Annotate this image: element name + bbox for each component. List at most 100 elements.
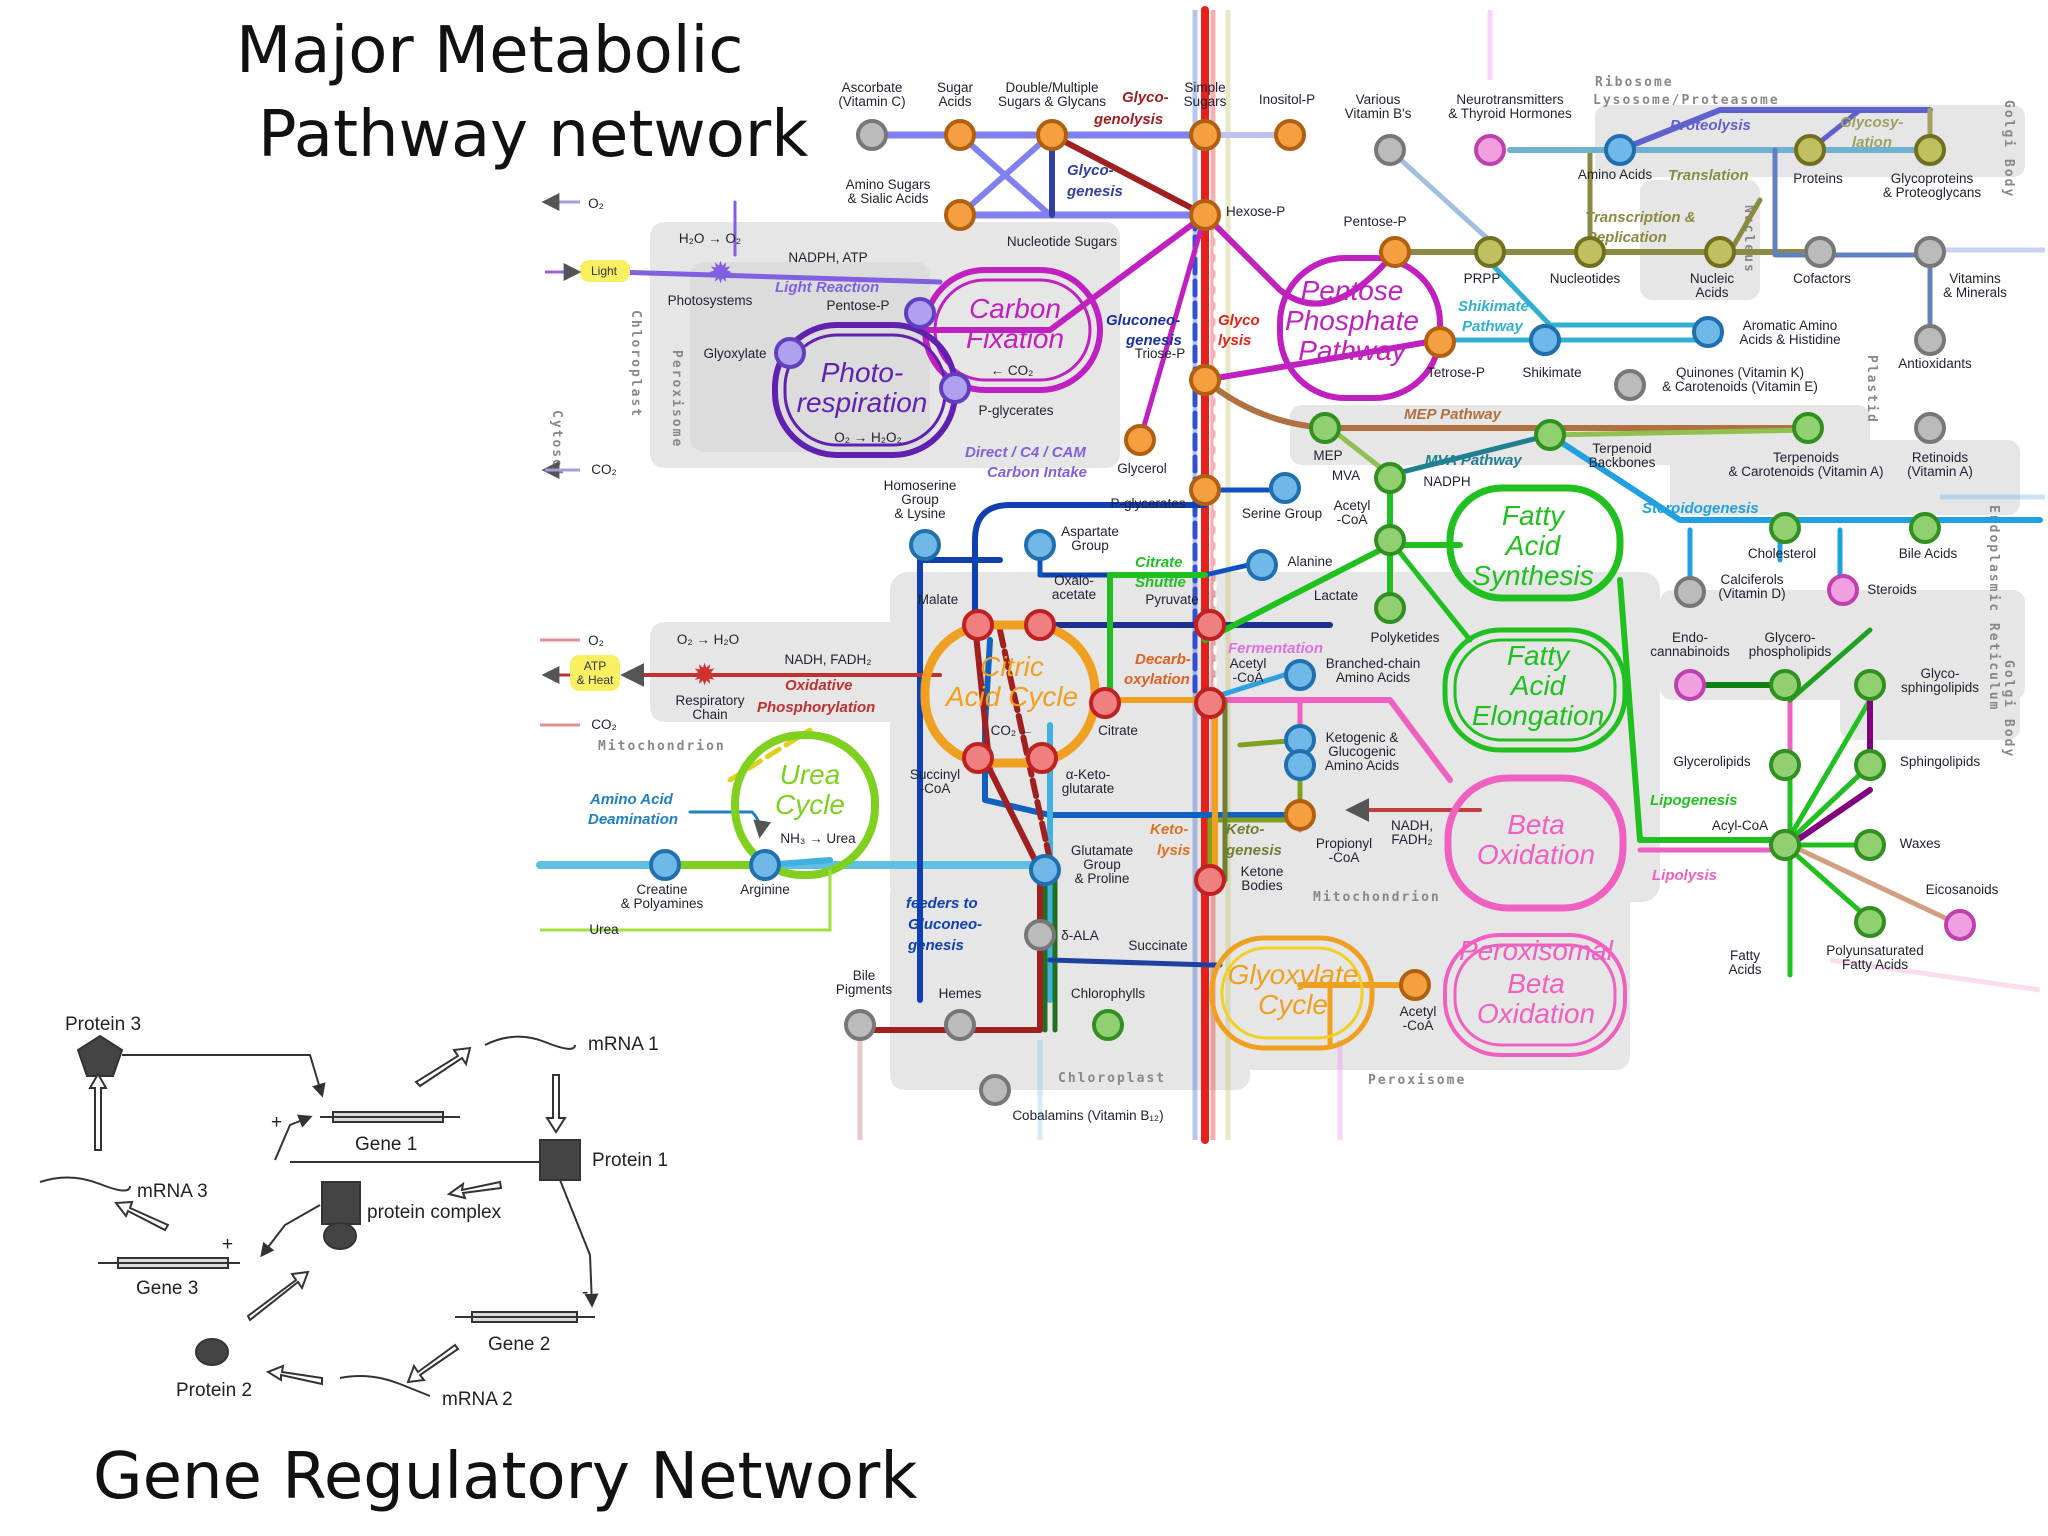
node-quinones: [1614, 369, 1646, 401]
svg-text:Bile Acids: Bile Acids: [1899, 546, 1958, 561]
svg-text:Endo-: Endo-: [1672, 630, 1708, 645]
light-label: Light: [591, 264, 618, 278]
node-pyruvate: [1194, 609, 1226, 641]
svg-text:Cycle: Cycle: [775, 789, 845, 820]
svg-text:Arginine: Arginine: [740, 882, 790, 897]
svg-text:& Sialic Acids: & Sialic Acids: [847, 191, 928, 206]
svg-text:Various: Various: [1356, 92, 1401, 107]
node-cofactors: [1804, 236, 1836, 268]
protein2-circle: [195, 1338, 229, 1366]
node-hemes: [944, 1009, 976, 1041]
node-aspartate: [1024, 529, 1056, 561]
svg-text:Oxalo-: Oxalo-: [1054, 573, 1094, 588]
label-mitochondrion-2: Mitochondrion: [1313, 890, 1441, 905]
protein3-pentagon: [76, 1034, 124, 1077]
svg-text:Pentose-P: Pentose-P: [1343, 214, 1406, 229]
svg-text:Fatty: Fatty: [1730, 948, 1760, 963]
node-antioxidants: [1914, 324, 1946, 356]
svg-text:& Carotenoids (Vitamin E): & Carotenoids (Vitamin E): [1662, 379, 1818, 394]
node-chlorophylls: [1092, 1009, 1124, 1041]
svg-text:P-glycerates: P-glycerates: [1110, 496, 1185, 511]
svg-text:NADPH, ATP: NADPH, ATP: [788, 250, 867, 265]
svg-text:Fermentation: Fermentation: [1228, 640, 1323, 657]
node-pentose-p2: [904, 297, 936, 329]
node-branched: [1284, 659, 1316, 691]
svg-text:Cycle: Cycle: [1258, 989, 1328, 1020]
node-proteins: [1794, 134, 1826, 166]
svg-text:Chlorophylls: Chlorophylls: [1071, 986, 1146, 1001]
svg-text:Acids & Histidine: Acids & Histidine: [1739, 332, 1840, 347]
svg-text:Keto-: Keto-: [1226, 821, 1264, 838]
svg-text:ATP: ATP: [584, 659, 606, 673]
svg-text:Gluconeo-: Gluconeo-: [908, 916, 982, 933]
svg-text:NADH, FADH₂: NADH, FADH₂: [785, 652, 872, 667]
node-oxaloacetate: [1024, 609, 1056, 641]
grn-mrna3-label: mRNA 3: [137, 1181, 208, 1202]
node-polyketides: [1374, 592, 1406, 624]
atp-badge: [570, 655, 620, 691]
svg-text:Pentose: Pentose: [1301, 275, 1404, 306]
svg-text:Peroxisomal: Peroxisomal: [1459, 935, 1614, 966]
svg-text:Cofactors: Cofactors: [1793, 271, 1851, 286]
label-golgi-2: Golgi Body: [2001, 660, 2016, 758]
svg-text:Amino Sugars: Amino Sugars: [846, 177, 931, 192]
node-ascorbate: [856, 119, 888, 151]
svg-text:Beta: Beta: [1507, 968, 1565, 999]
node-ketogenic-2: [1284, 749, 1316, 781]
svg-text:Nucleic: Nucleic: [1690, 271, 1735, 286]
svg-text:Urea: Urea: [780, 759, 841, 790]
node-acyl-coa: [1769, 829, 1801, 861]
label-golgi-1: Golgi Body: [2001, 100, 2016, 198]
svg-text:CO₂ ←: CO₂ ←: [991, 723, 1034, 738]
light-badge: [580, 260, 630, 282]
svg-text:(Vitamin A): (Vitamin A): [1907, 464, 1973, 479]
svg-text:Oxidative: Oxidative: [785, 677, 853, 694]
node-amino-acids: [1604, 134, 1636, 166]
node-alanine: [1246, 549, 1278, 581]
svg-text:Pentose-P: Pentose-P: [826, 298, 889, 313]
svg-text:Light Reaction: Light Reaction: [775, 279, 879, 296]
svg-text:(Vitamin C): (Vitamin C): [838, 94, 905, 109]
svg-text:← CO₂: ← CO₂: [991, 363, 1034, 378]
node-endocannabinoids: [1674, 669, 1706, 701]
svg-text:Glycosy-: Glycosy-: [1840, 114, 1903, 131]
svg-text:Ketogenic &: Ketogenic &: [1326, 730, 1399, 745]
svg-text:Transcription &: Transcription &: [1585, 209, 1696, 226]
node-a-keto: [1026, 742, 1058, 774]
svg-text:Retinoids: Retinoids: [1912, 450, 1969, 465]
svg-text:Oxidation: Oxidation: [1477, 998, 1595, 1029]
svg-text:NADPH: NADPH: [1423, 474, 1470, 489]
svg-text:Citrate: Citrate: [1135, 554, 1183, 571]
svg-text:-CoA: -CoA: [1329, 850, 1360, 865]
svg-text:MVA: MVA: [1332, 468, 1360, 483]
svg-text:FADH₂: FADH₂: [1391, 832, 1432, 847]
svg-text:Acids: Acids: [1728, 962, 1761, 977]
svg-text:Carbon: Carbon: [969, 293, 1061, 324]
svg-text:-CoA: -CoA: [920, 781, 951, 796]
protein1-square: [539, 1139, 581, 1181]
svg-text:MEP Pathway: MEP Pathway: [1404, 406, 1502, 423]
svg-text:Sugar: Sugar: [937, 80, 974, 95]
node-various-vitamins: [1374, 134, 1406, 166]
svg-text:Elongation: Elongation: [1472, 700, 1604, 731]
svg-text:Pathway: Pathway: [1298, 335, 1407, 366]
ring-glyoxylate: [1209, 935, 1375, 1051]
node-d-ala: [1024, 919, 1056, 951]
svg-text:Synthesis: Synthesis: [1472, 560, 1593, 591]
svg-text:genesis: genesis: [1225, 842, 1282, 859]
svg-text:Proteolysis: Proteolysis: [1670, 117, 1751, 134]
svg-text:PRPP: PRPP: [1464, 271, 1501, 286]
svg-text:Translation: Translation: [1668, 167, 1749, 184]
svg-text:Photo-: Photo-: [821, 357, 904, 388]
node-cholesterol: [1769, 512, 1801, 544]
svg-text:cannabinoids: cannabinoids: [1650, 644, 1730, 659]
svg-text:Sphingolipids: Sphingolipids: [1900, 754, 1981, 769]
node-homoserine: [909, 529, 941, 561]
svg-text:α-Keto-: α-Keto-: [1066, 767, 1111, 782]
grn-repress-gene1: [122, 1054, 326, 1098]
svg-text:Polyunsaturated: Polyunsaturated: [1826, 943, 1924, 958]
node-propionyl: [1284, 799, 1316, 831]
label-er: Endoplasmic Reticulum: [1986, 505, 2001, 711]
label-peroxisome-2: Peroxisome: [1368, 1073, 1466, 1088]
svg-text:Acetyl: Acetyl: [1400, 1004, 1437, 1019]
